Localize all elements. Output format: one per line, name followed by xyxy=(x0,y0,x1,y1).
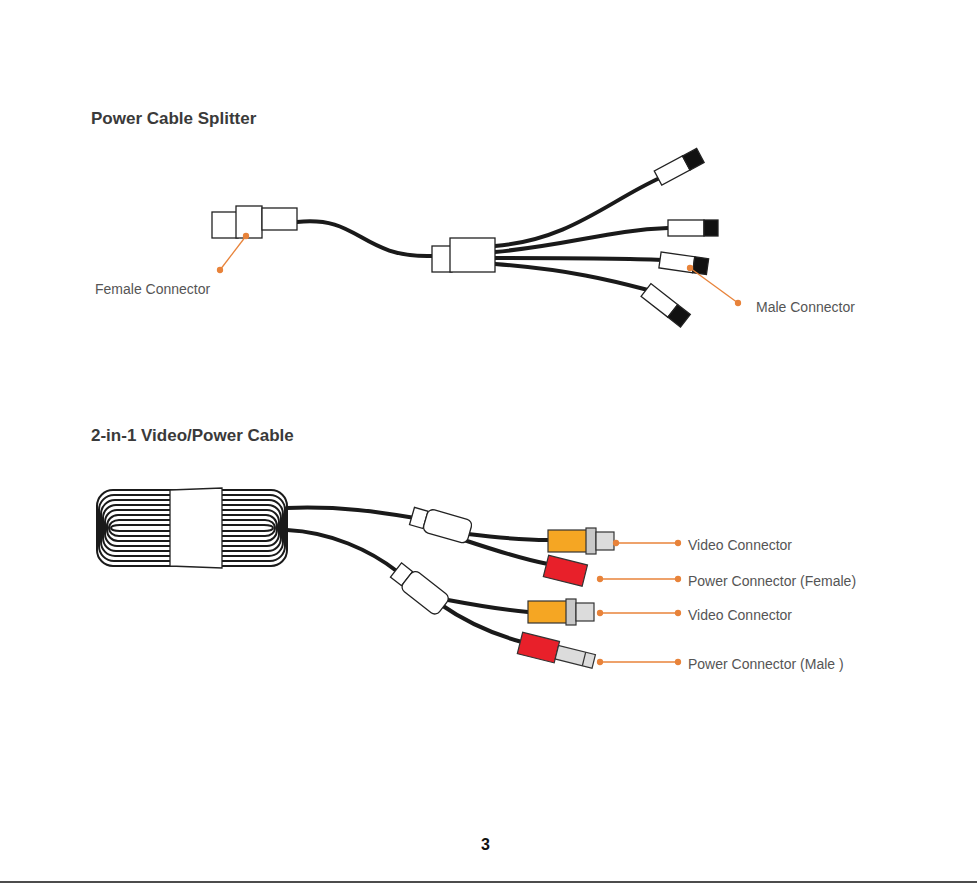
cable-leaders xyxy=(600,612,678,613)
callout-label: Female Connector xyxy=(95,282,210,296)
splitter-leaders xyxy=(736,301,741,306)
splitter-cable xyxy=(495,264,648,290)
male-plugs xyxy=(704,220,718,236)
video-connectors xyxy=(566,599,576,625)
video-power-cable xyxy=(440,604,522,642)
section-heading: 2-in-1 Video/Power Cable xyxy=(91,427,294,444)
splitter-leaders xyxy=(218,234,741,306)
power-connectors xyxy=(517,632,596,672)
video-connectors xyxy=(596,532,614,550)
splitter-cable xyxy=(495,178,660,246)
coil-band xyxy=(170,488,222,568)
video-connectors xyxy=(576,603,594,621)
cable-leaders xyxy=(676,611,681,616)
splitter-leaders xyxy=(690,268,738,303)
cable-splits xyxy=(409,504,473,544)
cable-leaders xyxy=(676,541,681,546)
male-plugs xyxy=(641,148,718,327)
power-connectors xyxy=(543,555,587,586)
cable-leaders xyxy=(614,541,619,546)
splitter-cable xyxy=(495,258,662,260)
male-plugs xyxy=(668,220,718,236)
splitter-leaders xyxy=(220,236,246,270)
male-plugs xyxy=(641,284,690,327)
cable-leaders xyxy=(600,661,678,662)
female-plug xyxy=(236,206,262,238)
cable-leaders xyxy=(598,541,681,665)
video-power-cable xyxy=(287,530,398,572)
cable-splits xyxy=(389,561,451,617)
splitter-leaders xyxy=(218,268,223,273)
video-connectors xyxy=(548,530,588,552)
splitter-cable xyxy=(297,221,432,256)
cable-splits xyxy=(400,569,451,616)
callout-label: Video Connector xyxy=(688,608,792,622)
power-connectors xyxy=(555,645,595,668)
male-plugs xyxy=(682,148,704,170)
cable-leaders xyxy=(676,660,681,665)
video-power-cable xyxy=(287,508,548,642)
splitter-hub xyxy=(450,238,495,272)
callout-label: Power Connector (Female) xyxy=(688,574,856,588)
splitter-leaders xyxy=(244,234,249,239)
cable-leaders xyxy=(598,577,603,582)
male-plugs xyxy=(659,252,709,275)
video-connectors xyxy=(586,528,596,554)
female-plug xyxy=(262,208,297,230)
cable-leaders xyxy=(600,578,678,579)
female-plug xyxy=(212,206,297,238)
video-power-cable xyxy=(464,540,548,564)
female-plug xyxy=(212,212,238,238)
video-power-cable xyxy=(287,508,415,518)
splitter-leaders xyxy=(688,266,693,271)
video-connectors xyxy=(528,601,568,623)
power-connectors xyxy=(582,652,585,666)
cable-leaders xyxy=(676,577,681,582)
power-connectors xyxy=(517,632,559,663)
coil-band xyxy=(170,488,222,568)
video-power-cable xyxy=(448,600,528,612)
cable-leaders xyxy=(616,542,678,543)
video-power-cable xyxy=(468,534,548,540)
cable-leaders xyxy=(598,660,603,665)
splitter-cable xyxy=(297,178,668,290)
cable-leaders xyxy=(598,611,603,616)
power-connectors xyxy=(517,555,596,672)
page-number: 3 xyxy=(481,837,490,853)
callout-label: Video Connector xyxy=(688,538,792,552)
section-heading: Power Cable Splitter xyxy=(91,110,256,127)
power-connectors xyxy=(543,555,587,586)
male-plugs xyxy=(668,220,704,236)
male-plugs xyxy=(659,252,695,273)
splitter-hub xyxy=(432,238,495,272)
cable-splits xyxy=(389,504,473,616)
callout-label: Male Connector xyxy=(756,300,855,314)
callout-label: Power Connector (Male ) xyxy=(688,657,844,671)
page-rule xyxy=(0,881,977,883)
splitter-cable xyxy=(495,228,668,252)
splitter-hub xyxy=(432,246,452,272)
cable-splits xyxy=(422,508,473,544)
male-plugs xyxy=(654,148,704,185)
male-plugs xyxy=(668,305,690,327)
video-connectors xyxy=(528,528,614,625)
